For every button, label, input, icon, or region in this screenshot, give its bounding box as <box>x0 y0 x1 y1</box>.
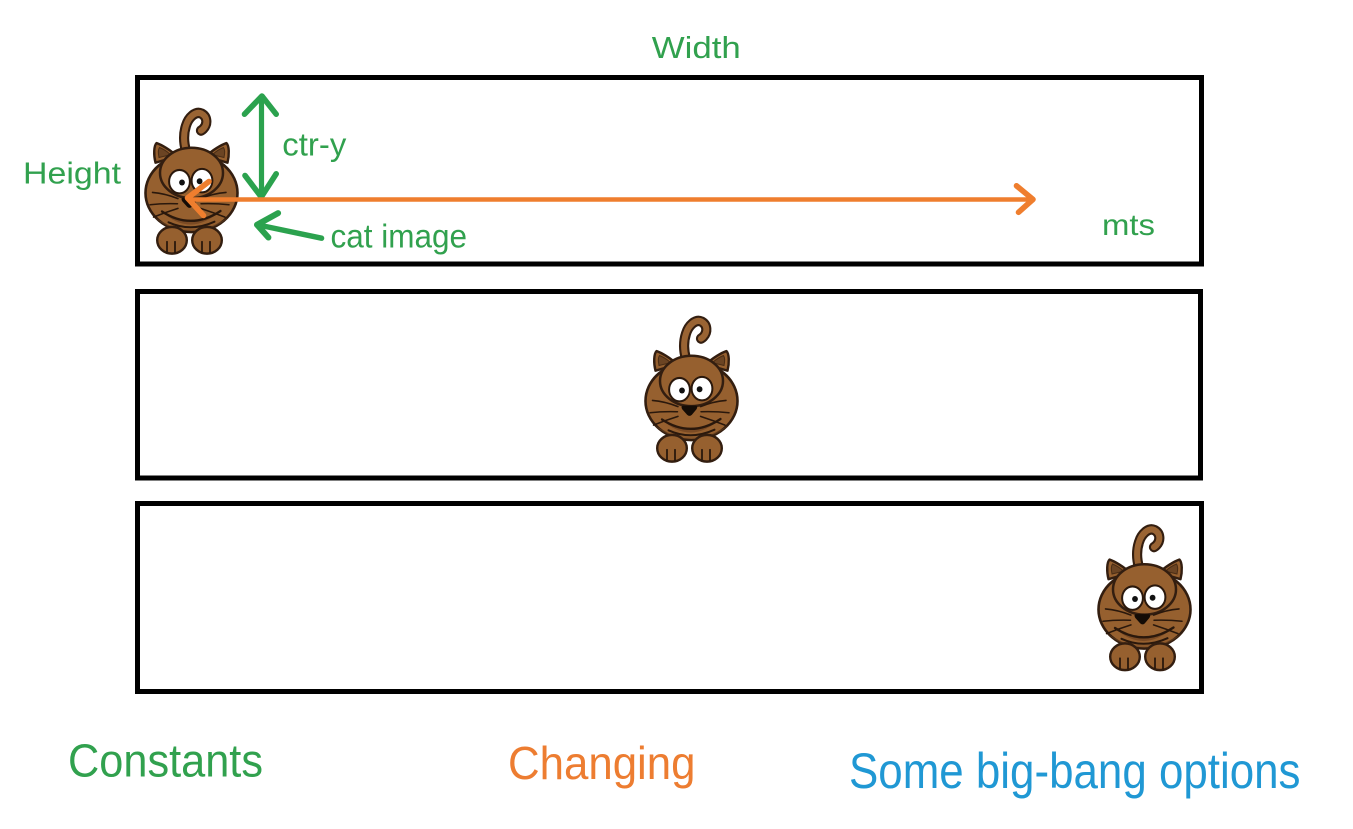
svg-text:Changing: Changing <box>508 737 696 789</box>
svg-text:cat image: cat image <box>331 219 468 256</box>
svg-text:mts: mts <box>1102 209 1155 242</box>
svg-text:Constants: Constants <box>68 735 263 787</box>
svg-text:ctr-y: ctr-y <box>282 127 347 163</box>
svg-text:Width: Width <box>652 30 741 65</box>
svg-text:Height: Height <box>23 156 121 191</box>
svg-text:Some big-bang options: Some big-bang options <box>849 743 1301 799</box>
